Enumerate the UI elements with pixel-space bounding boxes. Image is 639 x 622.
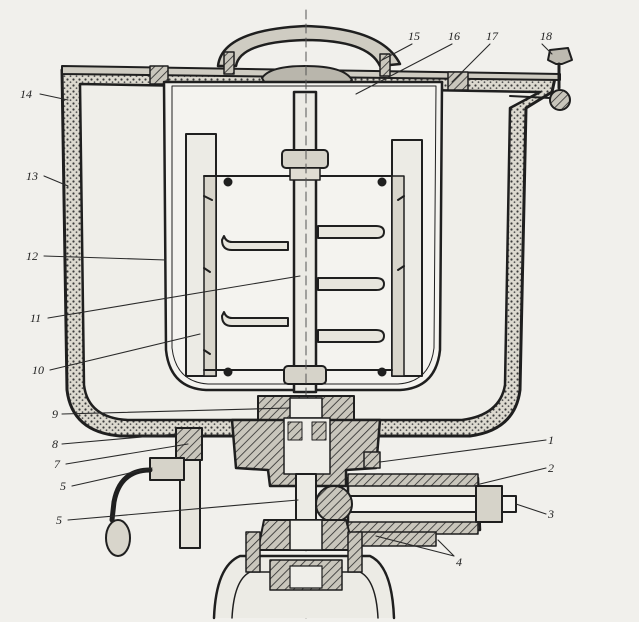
callout-label-5-shaft: 5: [56, 513, 62, 527]
callout-label-17: 17: [486, 29, 498, 43]
callout-label-9: 9: [52, 407, 58, 421]
drain-hose: [109, 467, 153, 523]
squeeze-bulb: [105, 519, 131, 557]
agitator-bars: [221, 225, 385, 343]
flange-bolt-right: [363, 451, 381, 469]
callout-label-4: 4: [456, 555, 462, 569]
lid-bolt-left: [223, 51, 235, 75]
callout-label-3: 3: [548, 507, 554, 521]
latch-knob: [547, 47, 573, 65]
cover-bracket-left: [149, 65, 169, 85]
drain-fitting: [175, 427, 203, 461]
callout-label-2: 2: [548, 461, 554, 475]
lid-dome: [216, 24, 402, 68]
callout-label-7: 7: [54, 457, 60, 471]
callout-label-8: 8: [52, 437, 58, 451]
callout-label-16: 16: [448, 29, 460, 43]
callout-label-13: 13: [26, 169, 38, 183]
callout-label-10: 10: [32, 363, 44, 377]
lid-bolt-right: [379, 53, 391, 77]
callout-label-1: 1: [548, 433, 554, 447]
callout-label-15: 15: [408, 29, 420, 43]
latch-hinge: [549, 89, 571, 111]
cover-bracket-right: [447, 71, 469, 91]
agitator-shaft: [292, 90, 318, 394]
callout-label-11: 11: [30, 311, 42, 325]
callout-label-5-drain: 5: [60, 479, 66, 493]
drive-pinion: [315, 485, 353, 523]
callout-label-14: 14: [20, 87, 32, 101]
callout-label-18: 18: [540, 29, 552, 43]
callout-label-12: 12: [26, 249, 38, 263]
